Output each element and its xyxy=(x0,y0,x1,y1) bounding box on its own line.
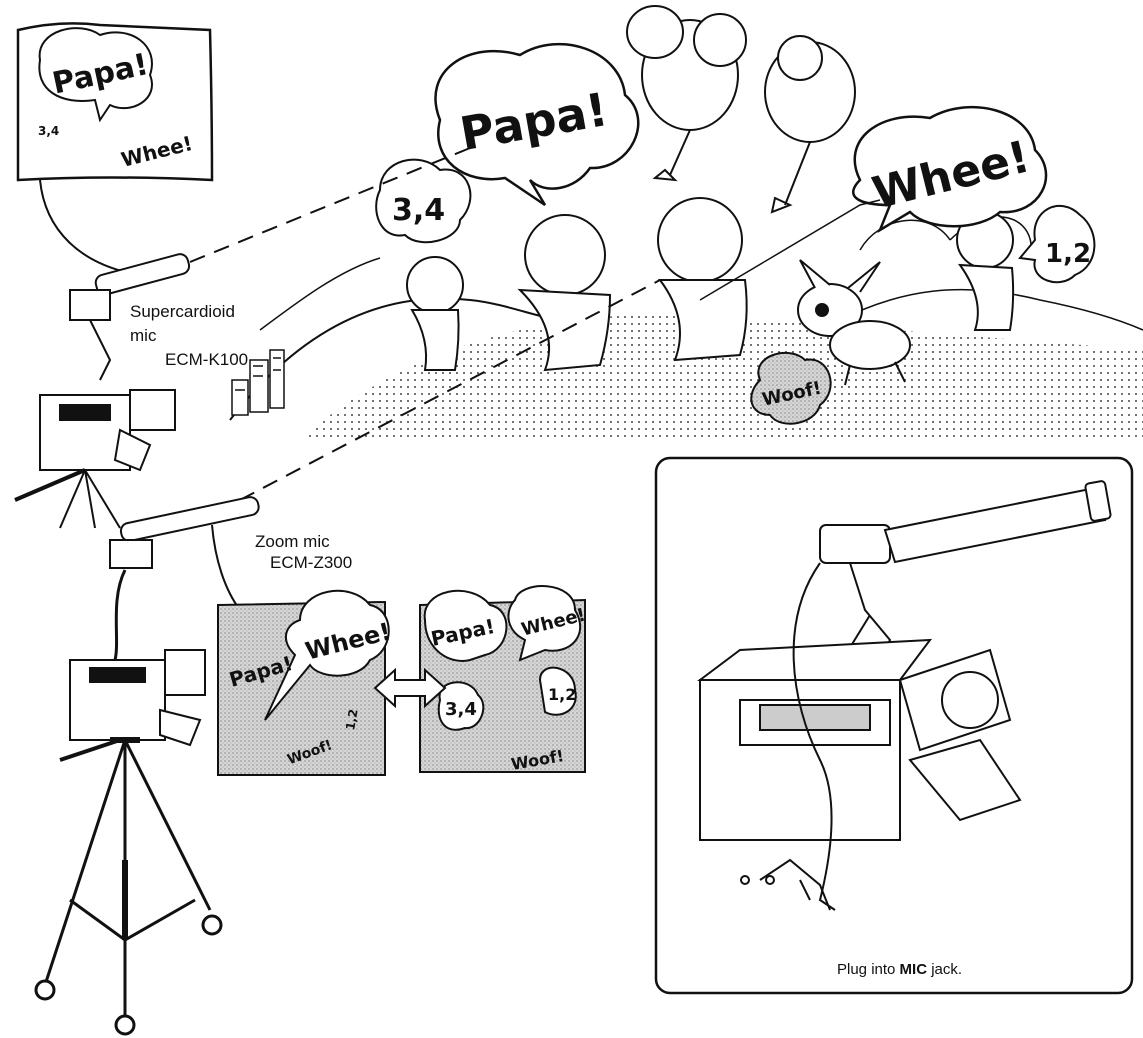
count34-bubble: 3,4 xyxy=(376,160,470,243)
inset-caption-pre: Plug into xyxy=(837,961,900,978)
screen1-count34: 3,4 xyxy=(38,124,59,138)
count34-text: 3,4 xyxy=(392,193,445,228)
tripod xyxy=(36,740,221,1034)
count12-bubble: 1,2 xyxy=(1020,206,1094,282)
camera-supercardioid xyxy=(15,252,191,528)
inset-caption-mic: MIC xyxy=(900,961,928,978)
zoom-screens: Whee! Papa! Woof! 1,2 Papa! Whee! 3,4 1,… xyxy=(212,525,588,775)
supercardioid-label-line1: Supercardioid xyxy=(130,302,235,322)
inset-caption: Plug into MIC jack. xyxy=(837,961,962,978)
supercardioid-model: ECM-K100 xyxy=(165,350,248,370)
supercardioid-screen: Papa! Whee! 3,4 xyxy=(18,23,212,275)
zoom-mic-model: ECM-Z300 xyxy=(270,553,352,573)
count12-text: 1,2 xyxy=(1045,239,1091,269)
whee-bubble: Whee! xyxy=(853,107,1046,230)
balloons xyxy=(627,6,855,212)
supercardioid-label-line2: mic xyxy=(130,326,156,346)
screen3-count34: 3,4 xyxy=(445,699,477,720)
inset-panel xyxy=(656,458,1132,993)
screen3-count12: 1,2 xyxy=(548,685,576,704)
zoom-mic-label: Zoom mic xyxy=(255,532,330,552)
inset-caption-post: jack. xyxy=(927,961,962,978)
